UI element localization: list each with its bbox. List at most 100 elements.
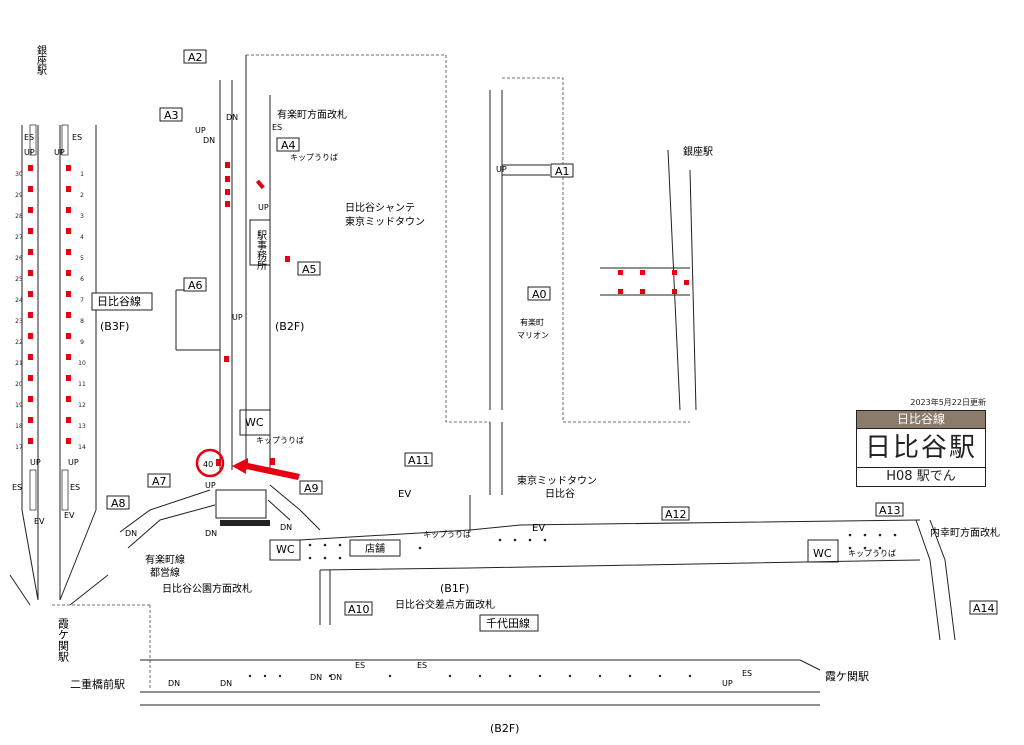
car-number: 29: [15, 192, 23, 199]
svg-text:A2: A2: [188, 51, 203, 64]
car-number: 20: [15, 381, 23, 388]
kippu-label: キップうりば: [423, 530, 471, 539]
b2f-center-label: (B2F): [275, 320, 304, 333]
ev-mark: EV: [64, 511, 75, 520]
hibiya-chanter-label: 日比谷シャンテ: [345, 202, 415, 214]
ginza-left-label: 銀座駅: [35, 44, 47, 76]
chiyoda-line-box: [479, 614, 539, 632]
up-mark: UP: [232, 313, 243, 322]
nijubashi-label: 二重橋前駅: [70, 677, 125, 691]
center-doors: [216, 162, 290, 466]
b1f-concourse: [269, 422, 956, 641]
dn-mark: DN: [226, 113, 238, 122]
car-number: 24: [15, 297, 23, 304]
wc-label: WC: [813, 547, 832, 560]
current-location-circle: [195, 448, 225, 478]
wc-label: WC: [276, 543, 295, 556]
car-number: 5: [80, 255, 84, 262]
car-number: 10: [78, 360, 86, 367]
a0-label: マリオン: [517, 331, 549, 340]
dn-mark: DN: [168, 679, 180, 688]
svg-text:A7: A7: [152, 475, 167, 488]
dn-mark: DN: [220, 679, 232, 688]
es-mark: ES: [24, 133, 34, 142]
yurakucho-line-label: 有楽町線: [145, 553, 185, 566]
car-numbers-left: 30 29 28 27 26 25 24 23 22 21 20 19 18 1…: [13, 164, 25, 458]
car-number: 18: [15, 423, 23, 430]
right-passages: [489, 90, 697, 411]
up-mark: UP: [258, 203, 269, 212]
hibiya-line-box: [91, 292, 153, 311]
midtown-hibiya-label: 日比谷: [545, 488, 575, 500]
up-mark: UP: [496, 165, 507, 174]
midtown-hibiya-label: 東京ミッドタウン: [517, 474, 597, 487]
dn-mark: DN: [125, 529, 137, 538]
car-number: 14: [78, 444, 86, 451]
svg-text:A10: A10: [348, 603, 370, 616]
b3f-label: (B3F): [100, 320, 129, 333]
up-mark: UP: [30, 458, 41, 467]
hibiya-line-label: 日比谷線: [97, 294, 141, 308]
legend-station-code: H08 駅でん: [856, 468, 986, 487]
updated-date: 2023年5月22日更新: [910, 398, 986, 407]
kippu-label: キップうりば: [290, 153, 338, 162]
kippu-label: キップうりば: [848, 549, 896, 558]
es-mark: ES: [72, 133, 82, 142]
up-mark: UP: [24, 148, 35, 157]
car-number: 6: [80, 276, 84, 283]
car-number: 28: [15, 213, 23, 220]
b1f-pillars: [308, 533, 897, 560]
svg-text:A3: A3: [164, 109, 179, 122]
tokyo-midtown-label: 東京ミッドタウン: [345, 215, 425, 228]
car-number: 27: [15, 234, 23, 241]
b3f-platform: [9, 125, 109, 606]
up-mark: UP: [68, 458, 79, 467]
car-number: 1: [80, 171, 84, 178]
svg-text:A4: A4: [281, 139, 296, 152]
car-number: 19: [15, 402, 23, 409]
yurakucho-gate-label: 有楽町方面改札: [277, 108, 347, 121]
car-number: 12: [78, 402, 86, 409]
up-mark: UP: [205, 481, 216, 490]
hibiya-crossing-gate-label: 日比谷交差点方面改札: [395, 598, 495, 611]
car-numbers-right: 1 2 3 4 5 6 7 8 9 10 11 12 13 14: [76, 164, 88, 458]
ev-mark: EV: [398, 489, 411, 500]
dn-mark: DN: [280, 523, 292, 532]
car-number: 26: [15, 255, 23, 262]
ev-mark: EV: [34, 517, 45, 526]
platform-doors: [28, 165, 71, 444]
car-number: 21: [15, 360, 23, 367]
car-number: 22: [15, 339, 23, 346]
svg-text:A0: A0: [532, 288, 547, 301]
es-mark: ES: [355, 661, 365, 670]
wc-label: WC: [245, 416, 264, 429]
dn-mark: DN: [330, 673, 342, 682]
bottom-pillars: [248, 674, 692, 678]
car-number: 8: [80, 318, 84, 325]
shop-label: 店舗: [365, 542, 385, 555]
car-number: 13: [78, 423, 86, 430]
ginza-right-label: 銀座駅: [683, 145, 713, 158]
chiyoda-line-label: 千代田線: [486, 616, 530, 630]
car-number: 25: [15, 276, 23, 283]
svg-text:A1: A1: [555, 165, 570, 178]
es-mark: ES: [12, 483, 22, 492]
kasumigaseki-left-label: 霞ケ関駅: [57, 618, 70, 663]
station-legend: 2023年5月22日更新 日比谷線 日比谷駅 H08 駅でん: [856, 397, 986, 487]
dashed-outline: [52, 54, 690, 690]
legend-line-name: 日比谷線: [856, 410, 986, 429]
svg-text:A14: A14: [973, 602, 995, 615]
svg-text:A11: A11: [408, 454, 430, 467]
es-mark: ES: [742, 669, 752, 678]
toei-line-label: 都営線: [150, 566, 180, 579]
kasumigaseki-right-label: 霞ケ関駅: [825, 670, 869, 683]
gate-bar: [220, 520, 270, 526]
car-number: 17: [15, 444, 23, 451]
b3f-stairs: [29, 124, 69, 511]
bottom-platform: [140, 659, 821, 706]
svg-text:A6: A6: [188, 279, 203, 292]
car-number: 9: [80, 339, 84, 346]
up-mark: UP: [722, 679, 733, 688]
up-mark: UP: [54, 148, 65, 157]
